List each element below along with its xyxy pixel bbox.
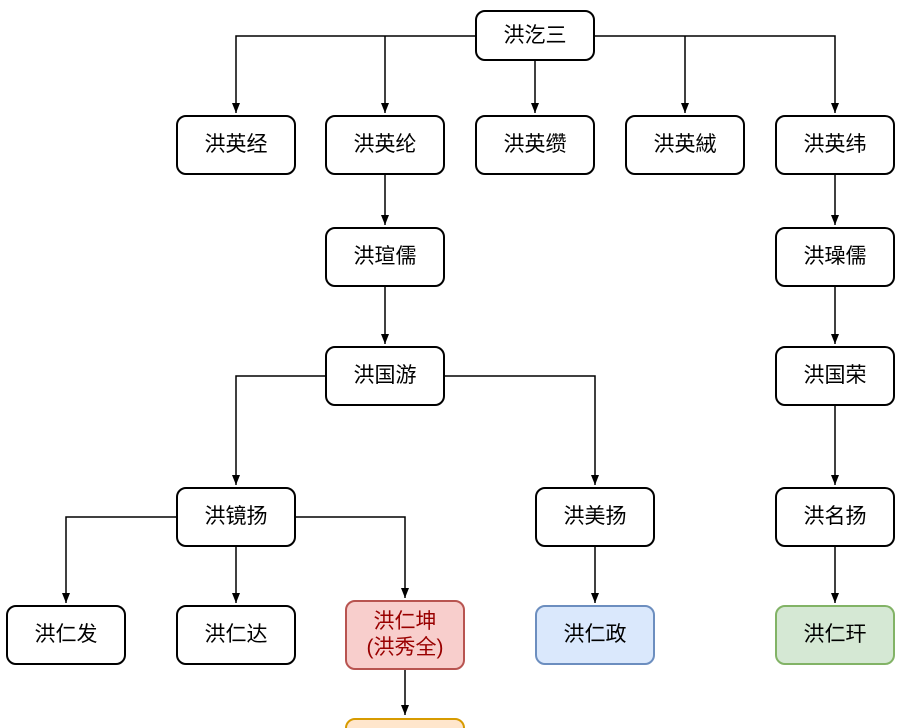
node-label: 洪仁达 <box>204 623 268 647</box>
edge <box>595 35 839 113</box>
node-hong-renzheng: 洪仁政 <box>535 605 655 665</box>
node-label: 洪镜扬 <box>204 505 268 529</box>
node-hong-yingwei: 洪英纬 <box>775 115 895 175</box>
node-label: 洪国荣 <box>803 364 867 388</box>
node-label: 洪仁玕 <box>803 623 867 647</box>
node-label-line1: 洪仁坤 <box>373 610 437 634</box>
node-label: 洪英经 <box>204 133 268 157</box>
node-label: 洪璪儒 <box>803 245 867 269</box>
node-label-line2: (洪秀全) <box>366 636 444 659</box>
node-hong-renkun-xiuquan: 洪仁坤 (洪秀全) <box>345 600 465 670</box>
node-hong-zaoru: 洪璪儒 <box>775 227 895 287</box>
node-hong-xuanru: 洪瑄儒 <box>325 227 445 287</box>
node-hong-guorong: 洪国荣 <box>775 346 895 406</box>
node-label: 洪英絨 <box>653 133 717 157</box>
node-label: 洪仁发 <box>34 623 98 647</box>
edge <box>62 516 176 603</box>
edge <box>296 516 409 598</box>
node-hong-meiyang: 洪美扬 <box>535 487 655 547</box>
node-hong-yingzuan: 洪英缵 <box>475 115 595 175</box>
node-label: 洪美扬 <box>563 505 627 529</box>
node-label: 洪瑄儒 <box>353 245 417 269</box>
node-hong-guoyou: 洪国游 <box>325 346 445 406</box>
node-hong-renda: 洪仁达 <box>176 605 296 665</box>
node-hong-jingyang: 洪镜扬 <box>176 487 296 547</box>
node-label: 洪仁政 <box>563 623 627 647</box>
node-hong-renfa: 洪仁发 <box>6 605 126 665</box>
node-hong-qisan: 洪汔三 <box>475 10 595 61</box>
node-label: 洪英纬 <box>803 133 867 157</box>
node-partial-bottom <box>345 718 465 728</box>
edge <box>445 375 599 485</box>
edge <box>232 35 475 113</box>
node-hong-yinglun: 洪英纶 <box>325 115 445 175</box>
edge <box>232 375 325 485</box>
node-hong-yingrong: 洪英絨 <box>625 115 745 175</box>
node-label: 洪国游 <box>353 364 417 388</box>
node-hong-yingjing: 洪英经 <box>176 115 296 175</box>
node-label: 洪汔三 <box>503 23 567 47</box>
node-label: 洪名扬 <box>803 505 867 529</box>
node-hong-mingyang: 洪名扬 <box>775 487 895 547</box>
node-label: 洪英缵 <box>503 133 567 157</box>
node-hong-rengan: 洪仁玕 <box>775 605 895 665</box>
node-label: 洪英纶 <box>353 133 417 157</box>
